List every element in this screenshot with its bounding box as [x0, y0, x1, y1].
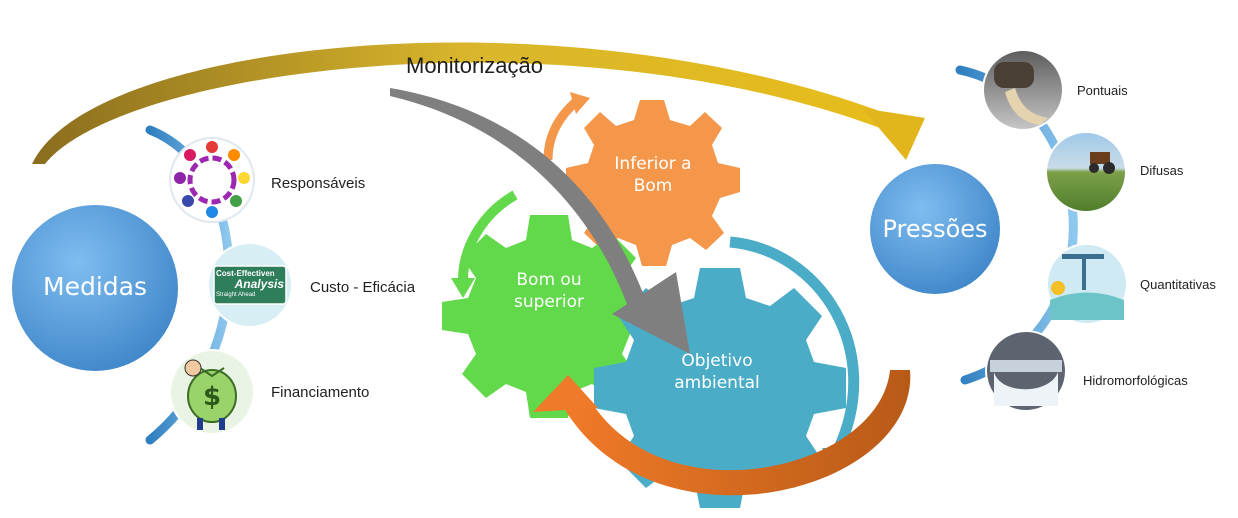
green-gear-line-1: Bom ou [516, 270, 582, 290]
pressoes-hub [868, 162, 1002, 296]
blue-gear-label: Objetivo ambiental [662, 350, 772, 394]
green-gear-label: Bom ou superior [494, 269, 604, 313]
orange-cycle-arrow-head [533, 375, 598, 412]
svg-text:$: $ [203, 382, 221, 412]
sign-line-1: Cost-Effectiven [216, 269, 275, 278]
gold-arc-arrow [32, 42, 890, 164]
pressure-label-quantitativas: Quantitativas [1140, 277, 1216, 292]
orange-gear-label: Inferior a Bom [598, 153, 708, 197]
pressoes-hub-label: Pressões [882, 215, 988, 243]
discharge-pipe-icon [982, 49, 1064, 131]
pressure-label-difusas: Difusas [1140, 163, 1184, 178]
money-bag-icon: $ [169, 349, 255, 435]
orange-gear-line-1: Inferior a [614, 154, 692, 174]
medidas-hub-label: Medidas [43, 272, 147, 301]
analysis-sign-text: Cost-Effectiven Analysis Straight Ahead [216, 268, 284, 301]
tractor-field-icon [1045, 131, 1127, 213]
gold-arrow-head [862, 108, 925, 160]
water-extraction-icon [1046, 243, 1128, 325]
green-cycle-arrow [458, 190, 518, 281]
pressure-label-pontuais: Pontuais [1077, 83, 1128, 98]
orange-cycle-arrow-bottom [565, 370, 911, 496]
gray-arrow-head [612, 272, 690, 354]
orange-gear [566, 100, 740, 266]
blue-gear-line-2: ambiental [674, 373, 760, 393]
gray-monitoring-arrow [390, 88, 652, 324]
orange-cycle-arrow [543, 96, 581, 161]
blue-cycle-arrow [729, 236, 860, 453]
green-gear-line-2: superior [514, 292, 584, 312]
measure-label-responsaveis: Responsáveis [271, 175, 366, 192]
orange-gear-line-2: Bom [633, 176, 673, 196]
sign-line-2: Analysis [234, 277, 284, 291]
analysis-sign-icon [207, 242, 293, 328]
people-circle-icon [169, 137, 255, 223]
blue-gear-line-1: Objetivo [681, 351, 753, 371]
measure-label-financiamento: Financiamento [271, 384, 370, 401]
diagram-title: Monitorização [406, 53, 543, 78]
pressure-label-hidromorfologicas: Hidromorfológicas [1083, 373, 1188, 388]
dam-waterfall-icon [985, 330, 1067, 412]
medidas-hub [10, 203, 180, 373]
measure-label-custo-eficacia: Custo - Eficácia [310, 279, 416, 296]
sign-line-3: Straight Ahead [216, 292, 256, 298]
